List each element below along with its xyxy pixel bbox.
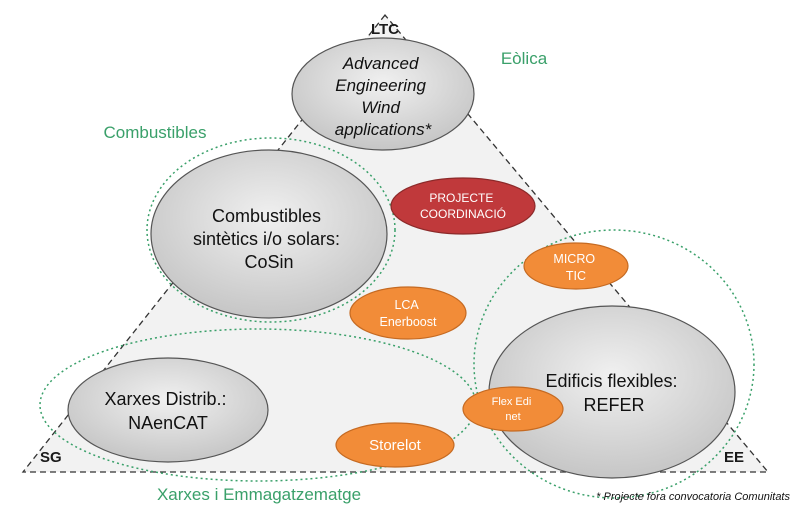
project-label-advanced: Advanced Engineering Wind applications* — [335, 54, 433, 139]
project-ellipse-storelot — [335, 422, 455, 468]
project-label-flexedinet: Flex Edi net — [492, 396, 535, 423]
project-label-refer: Edificis flexibles: REFER — [545, 371, 682, 415]
corner-label-bottom-left: SG — [40, 449, 62, 466]
footnote: * Projecte fora convocatoria Comunitats — [596, 491, 790, 503]
area-ellipse-combustibles — [146, 137, 396, 323]
project-ellipse-advanced — [291, 37, 475, 151]
project-label-cosin: Combustibles sintètics i/o solars: CoSin — [193, 206, 345, 272]
project-label-coordinacio: PROJECTE COORDINACIÓ — [420, 191, 506, 221]
area-label-eolica: Eòlica — [501, 49, 548, 68]
project-ellipse-coordinacio — [390, 177, 536, 235]
corner-label-bottom-right: EE — [724, 449, 744, 466]
project-ellipse-flexedinet — [462, 386, 564, 432]
project-label-microtic: MICRO TIC — [553, 252, 598, 283]
project-ellipse-naencat — [67, 357, 269, 463]
project-label-storelot: Storelot — [369, 437, 422, 454]
project-label-naencat: Xarxes Distrib.: NAenCAT — [104, 389, 231, 433]
area-ellipse-edificis — [473, 229, 755, 499]
project-ellipse-lca — [349, 286, 467, 340]
project-ellipse-microtic — [523, 242, 629, 290]
area-label-xarxes: Xarxes i Emmagatzematge — [157, 485, 361, 504]
corner-label-top: LTC — [371, 21, 399, 38]
project-label-lca: LCA Enerboost — [380, 298, 438, 329]
area-label-combustibles: Combustibles — [104, 123, 207, 142]
project-ellipse-cosin — [150, 149, 388, 319]
